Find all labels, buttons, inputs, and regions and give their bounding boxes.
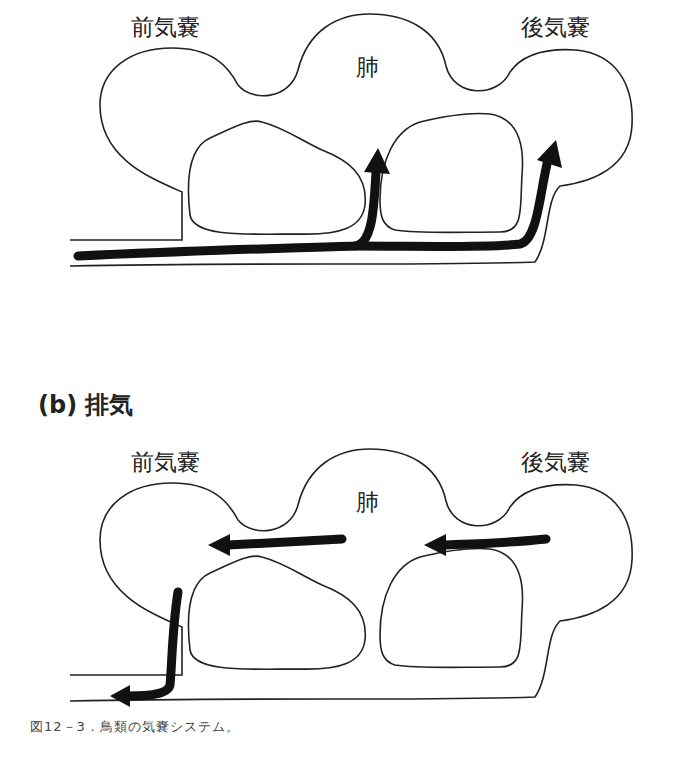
airflow-arrow <box>78 160 548 256</box>
arrow-head <box>208 534 230 556</box>
panel-heading: (b) 排気 <box>38 391 133 420</box>
sac-label: 前気嚢 <box>131 14 200 42</box>
air-sac-outline <box>70 449 632 701</box>
lung-label: 肺 <box>356 54 379 82</box>
arrow-head <box>537 140 562 168</box>
sac-label: 後気嚢 <box>521 449 590 477</box>
sac-label: 後気嚢 <box>521 14 590 42</box>
air-sac-outline <box>70 14 632 266</box>
figure-caption: 図12－3．鳥類の気嚢システム。 <box>30 719 240 735</box>
sac-label: 前気嚢 <box>131 449 200 477</box>
arrow-head <box>364 148 390 174</box>
lung-label: 肺 <box>356 489 379 517</box>
airflow-arrow <box>128 539 546 696</box>
arrow-head <box>110 685 130 707</box>
arrow-head <box>424 534 446 556</box>
